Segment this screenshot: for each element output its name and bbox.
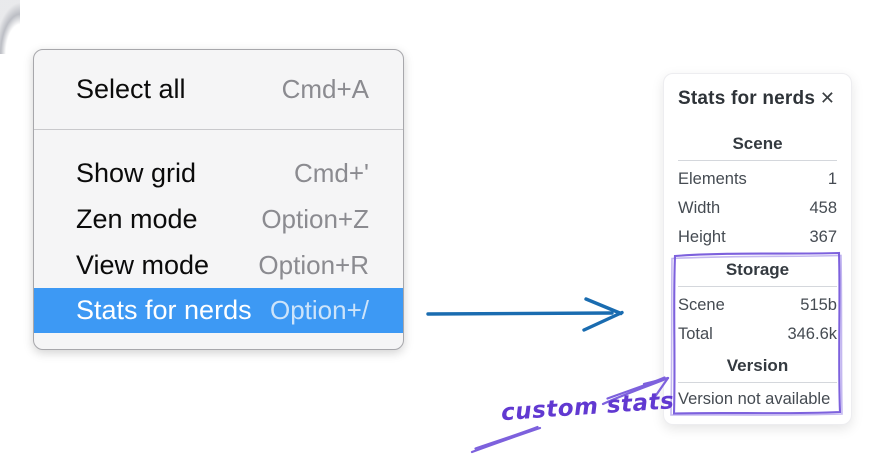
stat-value: 458 [809,199,837,217]
window-corner-shadow [0,0,20,54]
menu-item-label: Stats for nerds [76,295,252,325]
menu-item-shortcut: Option+Z [261,203,369,234]
stat-row-width: Width 458 [678,194,837,223]
context-menu: Select all Cmd+A Show grid Cmd+' Zen mod… [33,49,404,350]
menu-item-label: Select all [76,73,186,104]
menu-item-shortcut: Cmd+' [293,157,369,188]
section-divider [678,286,837,287]
menu-item-select-all[interactable]: Select all Cmd+A [34,67,403,111]
menu-item-label: Show grid [76,157,197,188]
blue-arrow [426,297,624,332]
menu-item-show-grid[interactable]: Show grid Cmd+' [34,150,403,196]
menu-divider [34,129,403,130]
stats-panel-title: Stats for nerds [678,88,816,109]
menu-item-shortcut: Option+/ [269,295,369,325]
stat-label: Width [678,199,721,217]
section-title-scene: Scene [732,134,783,153]
version-note: Version not available [678,390,831,408]
stat-label: Scene [678,296,725,314]
stat-row-total-size: Total 346.6k [678,320,837,349]
section-divider [678,382,837,383]
section-title-version: Version [726,356,789,375]
section-divider [678,160,837,161]
stat-value: 346.6k [787,325,837,343]
scene-rows: Elements 1 Width 458 Height 367 [678,165,837,252]
stat-row-scene-size: Scene 515b [678,291,837,320]
stat-label: Height [678,228,726,246]
storage-rows: Scene 515b Total 346.6k [678,291,837,349]
stat-row-elements: Elements 1 [678,165,837,194]
close-icon[interactable]: ✕ [819,88,835,109]
stat-value: 1 [827,170,837,188]
annotation-label: custom stats [500,388,676,427]
stats-panel: Stats for nerds ✕ Scene Elements 1 Width… [663,73,852,425]
menu-item-view-mode[interactable]: View mode Option+R [34,242,403,288]
menu-item-shortcut: Option+R [258,249,369,280]
stat-value: 515b [800,296,837,314]
stat-label: Total [678,325,713,343]
menu-item-shortcut: Cmd+A [281,73,369,104]
stats-panel-header: Stats for nerds ✕ [678,88,837,110]
menu-item-zen-mode[interactable]: Zen mode Option+Z [34,196,403,242]
stat-value: 367 [809,228,837,246]
menu-item-label: View mode [76,249,210,280]
menu-item-stats-for-nerds[interactable]: Stats for nerds Option+/ [34,288,403,333]
stat-row-height: Height 367 [678,223,837,252]
menu-item-label: Zen mode [76,203,198,234]
stat-label: Elements [678,170,747,188]
section-title-storage: Storage [725,260,790,279]
menu-spacer [34,130,403,150]
